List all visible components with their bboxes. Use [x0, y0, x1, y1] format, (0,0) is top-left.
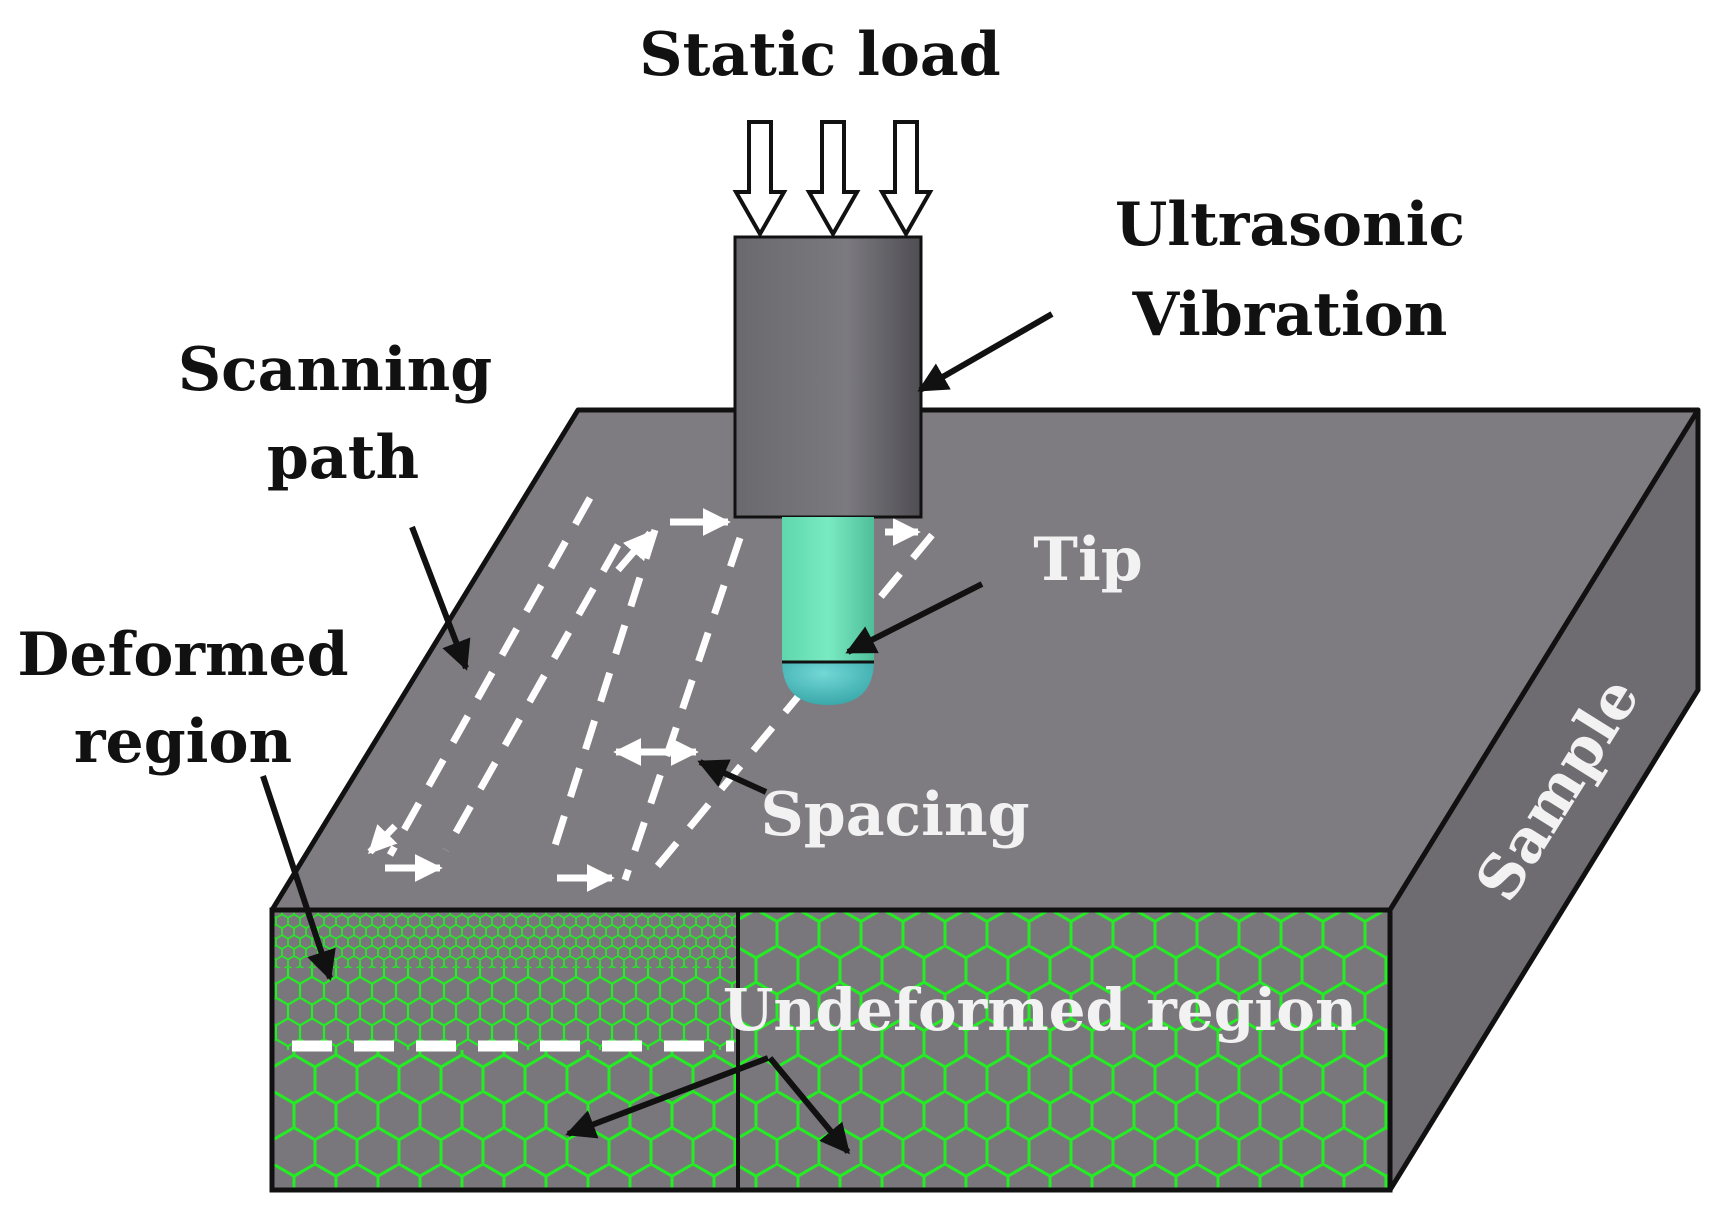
scanning-path-label-line1: Scanning [178, 335, 492, 405]
deformed-region-label-line1: Deformed [17, 620, 348, 690]
static-load-arrows [732, 120, 934, 239]
tool-horn [733, 235, 923, 519]
undeformed-microstructure [738, 910, 1390, 1190]
deformed-microstructure [272, 910, 738, 1190]
tip-label: Tip [1033, 525, 1142, 595]
ultrasonic-pointer [917, 311, 1054, 393]
deformed-pointer [260, 775, 336, 981]
ultrasonic-label-line1: Ultrasonic [1115, 190, 1465, 260]
scanning-path [386, 496, 935, 883]
pointer-arrows [260, 311, 1054, 1155]
ultrasonic-tool [733, 235, 923, 705]
static-load-label: Static load [639, 20, 1001, 90]
scanning-path-arrows [367, 508, 921, 892]
tip-pointer [845, 581, 984, 655]
deformed-region-label-line2: region [74, 707, 292, 777]
spacing-pointer [697, 759, 768, 795]
undeformed-pointer [565, 1055, 770, 1139]
tip-end [782, 660, 874, 705]
scanning-path-pointer [409, 525, 471, 671]
spacing-label: Spacing [760, 780, 1029, 850]
tip-shank [782, 517, 874, 662]
scanning-path-label-line2: path [267, 423, 419, 493]
ultrasonic-label-line2: Vibration [1132, 280, 1448, 350]
sample-block [269, 407, 1701, 1193]
undeformed-region-label: Undeformed region [723, 976, 1357, 1044]
